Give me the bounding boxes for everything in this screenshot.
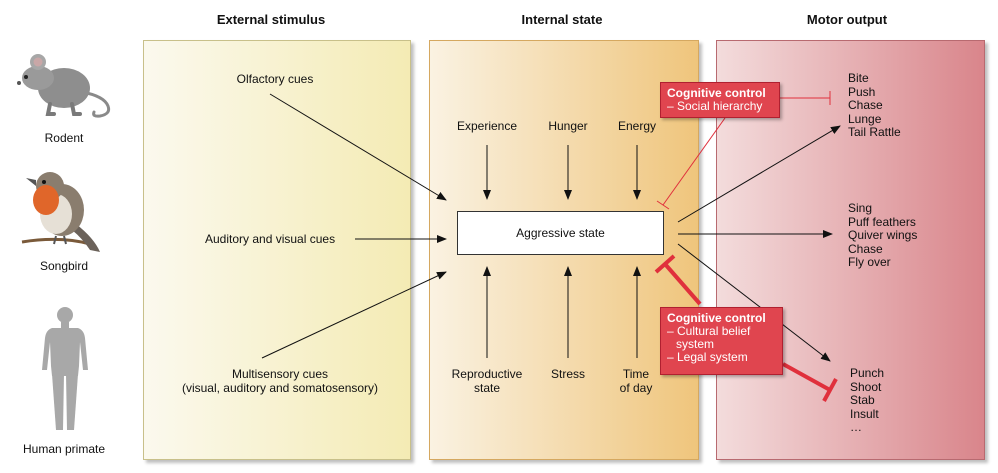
cultural-belief-item: – Cultural belief: [667, 324, 751, 338]
auditory-visual-cues-label: Auditory and visual cues: [205, 232, 336, 246]
human-output-arrow: [677, 243, 831, 362]
songbird-icon: [21, 172, 100, 252]
social-hierarchy-item: – Social hierarchy: [667, 99, 763, 113]
list-item: Punch: [850, 366, 885, 380]
energy-label: Energy: [617, 119, 657, 133]
songbird-outputs-list: Sing Puff feathers Quiver wings Chase Fl…: [848, 201, 918, 270]
list-item: Tail Rattle: [848, 125, 901, 139]
column-title-motor: Motor output: [806, 12, 888, 27]
aggressive-state-label: Aggressive state: [516, 226, 605, 240]
reproductive-state-label: Reproductive: [451, 367, 523, 381]
cognitive-control-cultural-title: Cognitive control: [667, 311, 766, 325]
human-label: Human primate: [22, 442, 106, 456]
list-item: Quiver wings: [848, 228, 918, 242]
rodent-outputs-list: Bite Push Chase Lunge Tail Rattle: [848, 71, 901, 140]
human-icon: [42, 307, 88, 430]
time-of-day-sublabel: of day: [619, 381, 653, 395]
legal-system-item: – Legal system: [667, 350, 748, 364]
rodent-output-arrow: [677, 125, 841, 223]
olfactory-cues-label: Olfactory cues: [236, 72, 314, 86]
multisensory-arrow: [261, 271, 447, 359]
songbird-label: Songbird: [39, 259, 89, 273]
cognitive-control-cultural-box: Cognitive control – Cultural belief syst…: [660, 307, 783, 375]
list-item: Insult: [850, 406, 879, 421]
aggressive-state-box: Aggressive state: [457, 211, 664, 255]
legal-inhibit-output: [782, 362, 831, 392]
rodent-icon: [17, 54, 111, 118]
list-item: Puff feathers: [848, 214, 916, 229]
cultural-inhibit-state: [663, 262, 702, 306]
list-item: Bite: [848, 71, 869, 85]
multisensory-cues-sublabel: (visual, auditory and somatosensory): [181, 381, 379, 395]
human-outputs-list: Punch Shoot Stab Insult …: [850, 366, 885, 435]
rodent-label: Rodent: [44, 131, 84, 145]
list-item: Shoot: [850, 379, 882, 394]
external-stimulus-panel: [143, 40, 411, 460]
column-title-internal: Internal state: [521, 12, 603, 27]
experience-label: Experience: [456, 119, 518, 133]
stress-label: Stress: [550, 367, 585, 381]
reproductive-state-sublabel: state: [473, 381, 500, 395]
olfactory-arrow: [269, 93, 447, 201]
hunger-label: Hunger: [548, 119, 588, 133]
list-item: …: [850, 420, 862, 434]
list-item: Sing: [848, 201, 873, 215]
cognitive-control-social-box: Cognitive control – Social hierarchy: [660, 82, 780, 118]
list-item: Chase: [848, 241, 883, 256]
list-item: Stab: [850, 393, 875, 407]
column-title-external: External stimulus: [216, 12, 326, 27]
social-hierarchy-inhibit-state: [662, 117, 726, 206]
list-item: Chase: [848, 98, 883, 112]
time-of-day-label: Time: [622, 367, 650, 381]
list-item: Lunge: [848, 111, 882, 126]
list-item: Fly over: [848, 255, 891, 269]
cultural-belief-item-cont: system: [676, 337, 715, 351]
list-item: Push: [848, 84, 876, 99]
multisensory-cues-label: Multisensory cues: [231, 367, 329, 381]
cognitive-control-social-title: Cognitive control: [667, 86, 766, 100]
